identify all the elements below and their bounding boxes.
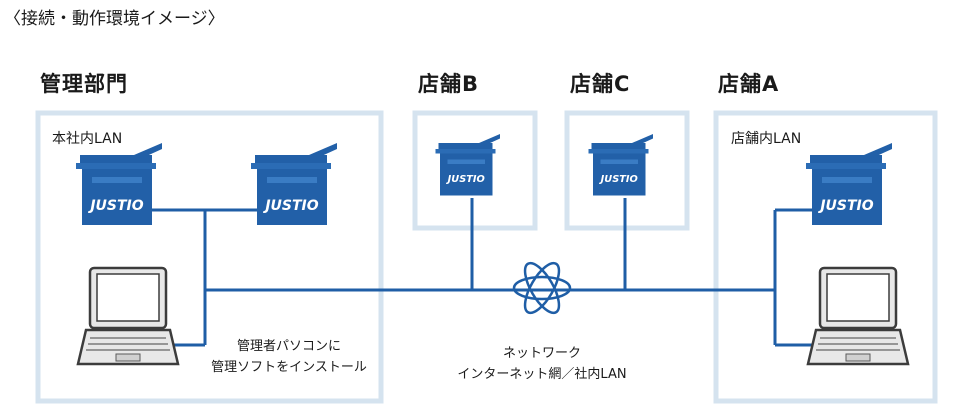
store-a-printer: JUSTIO <box>806 143 892 225</box>
store-c-title: 店舗C <box>570 72 631 96</box>
diagram-caption: 〈接続・動作環境イメージ〉 <box>4 9 225 29</box>
printer-logo: JUSTIO <box>87 198 143 214</box>
printer-logo: JUSTIO <box>599 174 638 185</box>
network-globe-icon <box>512 261 572 315</box>
printer-logo: JUSTIO <box>817 198 873 214</box>
store-a-laptop-icon <box>806 266 910 366</box>
store-b-title: 店舗B <box>418 72 480 96</box>
management-title: 管理部門 <box>40 72 128 96</box>
store-a-lan-label: 店舗内LAN <box>731 131 802 147</box>
store-b-printer: JUSTIO <box>435 134 500 196</box>
printer-logo: JUSTIO <box>262 198 318 214</box>
admin-note: 管理者パソコンに 管理ソフトをインストール <box>200 336 378 378</box>
store-c-printer: JUSTIO <box>588 134 653 196</box>
network-note-line2: インターネット網／社内LAN <box>457 367 627 382</box>
network-note: ネットワーク インターネット網／社内LAN <box>432 343 652 385</box>
management-lan-label: 本社内LAN <box>52 131 123 147</box>
management-printer-2: JUSTIO <box>251 143 337 225</box>
management-printer-1: JUSTIO <box>76 143 162 225</box>
admin-note-line2: 管理ソフトをインストール <box>211 360 367 375</box>
admin-note-line1: 管理者パソコンに <box>236 339 341 354</box>
printer-logo: JUSTIO <box>446 174 485 185</box>
network-note-line1: ネットワーク <box>502 346 581 361</box>
admin-laptop-icon <box>76 266 180 366</box>
store-a-title: 店舗A <box>718 72 780 96</box>
